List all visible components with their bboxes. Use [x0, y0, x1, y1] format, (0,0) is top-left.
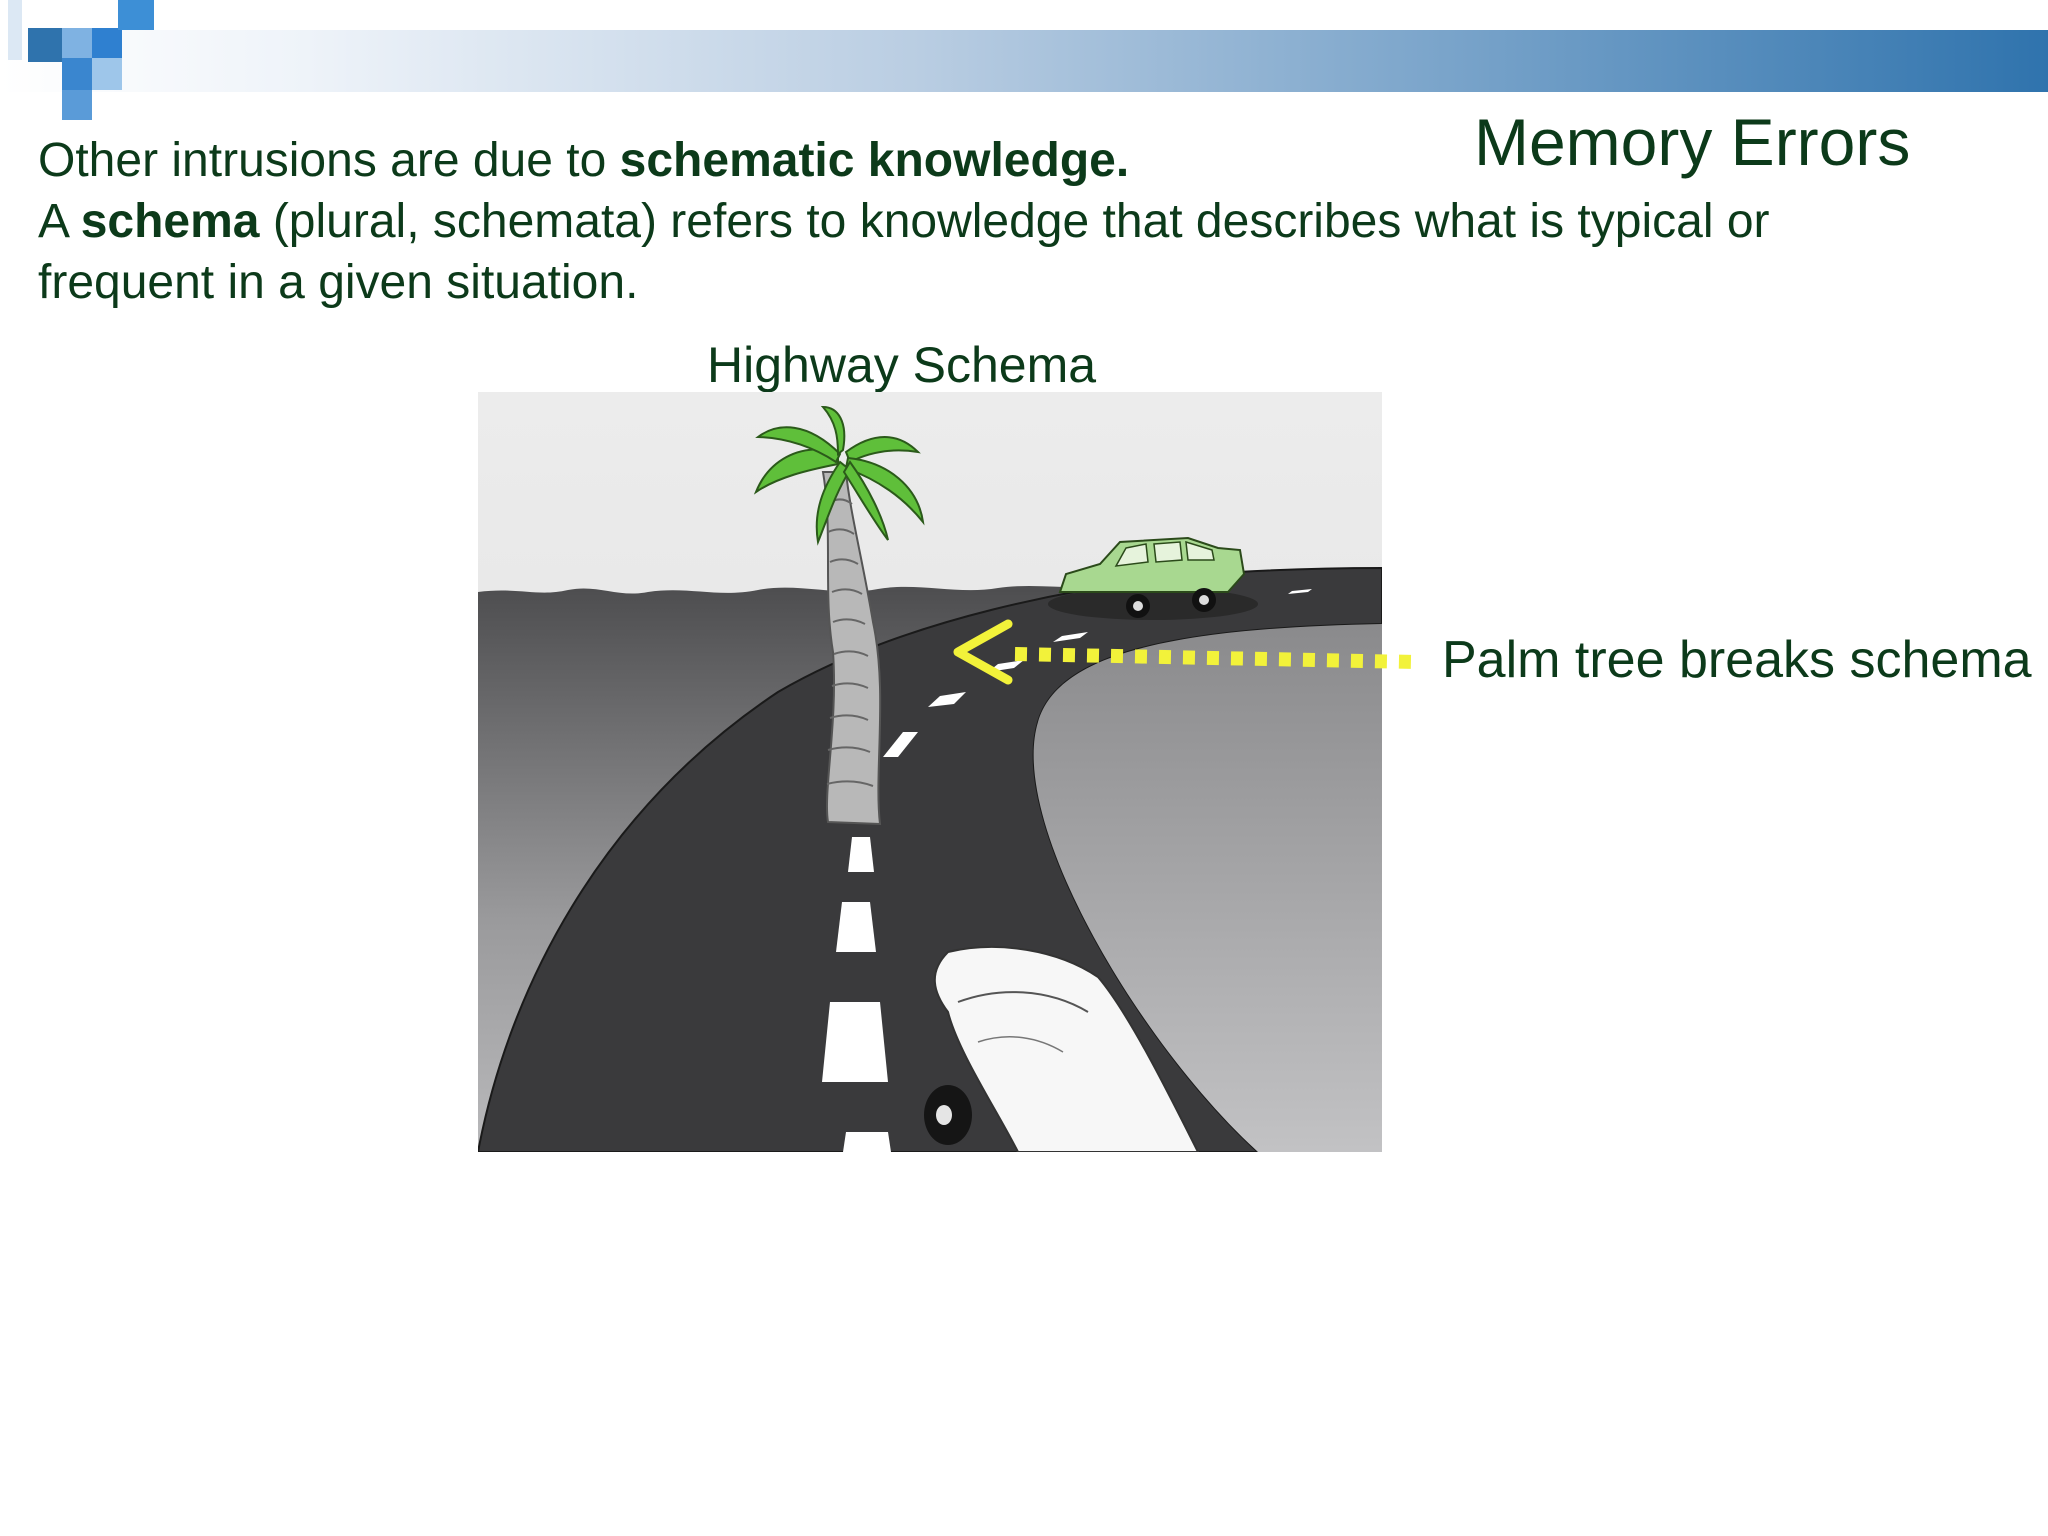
- schematic-knowledge-term: schematic knowledge.: [619, 134, 1130, 187]
- pixel-squares-logo: [0, 0, 160, 130]
- header-gradient-band: [0, 30, 2048, 92]
- schema-lead: A: [38, 195, 81, 248]
- schema-definition-text: (plural, schemata) refers to knowledge t…: [38, 195, 1770, 309]
- callout-arrow: [953, 619, 1416, 685]
- right-field: [1033, 624, 1382, 1152]
- schema-term: schema: [80, 195, 260, 248]
- arrow-head: [953, 619, 1013, 685]
- dotted-arrow-line: [1014, 647, 1416, 669]
- intrusions-text: Other intrusions are due to: [38, 134, 620, 187]
- callout-label: Palm tree breaks schema: [1442, 631, 2032, 689]
- slide-body: Other intrusions are due to schematic kn…: [38, 130, 1938, 313]
- lane-markings: [822, 589, 1312, 1152]
- palm-tree-icon: [753, 405, 925, 826]
- figure-caption: Highway Schema: [707, 337, 1097, 393]
- paragraph-schema-definition: A schema (plural, schemata) refers to kn…: [38, 191, 1938, 313]
- green-car-icon: [1048, 536, 1258, 620]
- highway-schema-illustration: [478, 392, 1382, 1152]
- paragraph-intrusions: Other intrusions are due to schematic kn…: [38, 130, 1938, 191]
- slide-title: Memory Errors: [1474, 105, 1911, 179]
- white-car-icon: [924, 946, 1200, 1152]
